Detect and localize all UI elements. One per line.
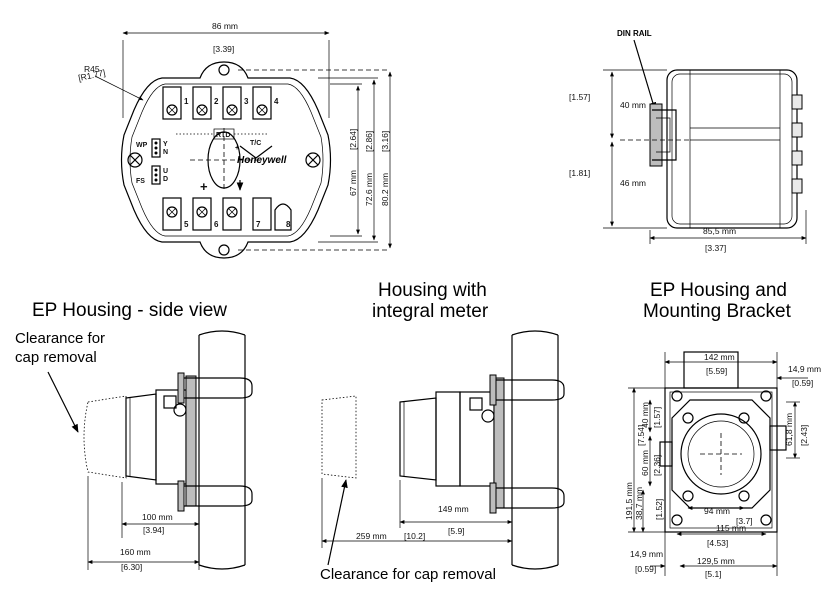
- side-160-in-label: [6.30]: [121, 562, 142, 572]
- bracket-title-line2: Mounting Bracket: [643, 301, 792, 322]
- ep-side-title: EP Housing - side view: [32, 300, 227, 321]
- terminal-6-label: 6: [214, 220, 219, 229]
- meter-title-line2: integral meter: [372, 301, 489, 322]
- height-67-mm-label: 67 mm: [348, 170, 358, 196]
- height-72-in-label: [2.86]: [364, 131, 374, 152]
- terminal-7-label: 7: [256, 220, 261, 229]
- d-label: D: [163, 176, 168, 183]
- bracket-115-in-label: [4.53]: [707, 538, 728, 548]
- bracket-title-line1: EP Housing and: [650, 280, 787, 301]
- bracket-40-in-label: [1.57]: [652, 407, 662, 428]
- bracket-top-plate: [683, 351, 739, 389]
- height-67-in-label: [2.64]: [348, 129, 358, 150]
- din-40-in-label: [1.57]: [569, 92, 590, 102]
- meter-cap-clearance-outline: [321, 395, 357, 479]
- cap-clearance-outline: [83, 395, 127, 479]
- meter-clearance-arrow: [327, 479, 348, 566]
- terminal-1-label: 1: [184, 97, 189, 106]
- bracket-149b-in-label: [0.59]: [635, 564, 656, 574]
- housing-outline: [120, 61, 332, 259]
- bracket-149b-mm-label: 14,9 mm: [630, 549, 663, 559]
- bracket-60-in-label: [2.36]: [652, 455, 662, 476]
- plus-sign: +: [200, 179, 208, 194]
- bracket-front-view: EP Housing and Mounting Bracket 142 mm […: [624, 280, 821, 579]
- meter-259-mm-label: 259 mm: [356, 531, 387, 541]
- bracket-94-mm-label: 94 mm: [704, 506, 730, 516]
- bracket-94-in-label: [3.7]: [736, 516, 753, 526]
- side-100-in-label: [3.94]: [143, 525, 164, 535]
- bracket-387-in-label: [1.52]: [654, 499, 664, 520]
- n-label: N: [163, 149, 168, 156]
- honeywell-logo: Honeywell: [237, 155, 287, 166]
- terminal-4-label: 4: [274, 97, 279, 106]
- top-terminal-block: 1 2 3 4: [162, 86, 279, 120]
- y-label: Y: [163, 141, 168, 148]
- din-rail-label: DIN RAIL: [617, 29, 652, 38]
- bottom-terminal-block: 5 6 7 8: [162, 197, 292, 231]
- width-in-label: [3.39]: [213, 44, 234, 54]
- tc-label: T/C: [250, 140, 261, 147]
- terminal-5-label: 5: [184, 220, 189, 229]
- bracket-618-mm-label: 61,8 mm: [784, 413, 794, 446]
- u-label: U: [163, 168, 168, 175]
- din-46-mm-label: 46 mm: [620, 178, 646, 188]
- terminal-3-label: 3: [244, 97, 249, 106]
- side-160-mm-label: 160 mm: [120, 547, 151, 557]
- fs-label: FS: [136, 178, 145, 185]
- rtd-label: RTD: [216, 132, 230, 139]
- clearance-note-line1: Clearance for: [15, 330, 105, 347]
- bracket-1915-in-label: [7.54]: [636, 425, 646, 446]
- meter-259-in-label: [10.2]: [404, 531, 425, 541]
- meter-clearance-note: Clearance for cap removal: [320, 566, 496, 583]
- bracket-115-mm-label: 115 mm: [716, 523, 746, 533]
- bracket-60-mm-label: 60 mm: [640, 450, 650, 476]
- meter-149-in-label: [5.9]: [448, 526, 465, 536]
- clearance-arrow: [47, 371, 79, 433]
- ep-housing-side-view: EP Housing - side view Clearance for cap…: [15, 300, 253, 572]
- bracket-142-in-label: [5.59]: [706, 366, 727, 376]
- right-screw-icon: [305, 152, 321, 168]
- side-100-mm-label: 100 mm: [142, 512, 173, 522]
- top-view-transmitter: 86 mm [3.39] R45 [R1.77]: [77, 21, 392, 259]
- terminal-2-label: 2: [214, 97, 219, 106]
- bracket-149-in-label: [0.59]: [792, 378, 813, 388]
- din-rail-view: DIN RAIL [1.57] 40 mm [1.81] 46 mm 85,5 …: [569, 29, 807, 253]
- bracket-149-mm-label: 14,9 mm: [788, 364, 821, 374]
- din-46-in-label: [1.81]: [569, 168, 590, 178]
- meter-housing-view: Housing with integral meter 149 mm [5.9]…: [320, 280, 565, 583]
- meter-title-line1: Housing with: [378, 280, 487, 301]
- height-80-in-label: [3.16]: [380, 131, 390, 152]
- wp-label: WP: [136, 142, 148, 149]
- bracket-1915-mm-label: 191,5 mm: [624, 482, 634, 520]
- bracket-1295-in-label: [5.1]: [705, 569, 722, 579]
- bracket-1295-mm-label: 129,5 mm: [697, 556, 735, 566]
- bracket-142-mm-label: 142 mm: [704, 352, 735, 362]
- tc-plus-label: +: [235, 145, 239, 152]
- bracket-618-in-label: [2.43]: [799, 425, 809, 446]
- bracket-387-mm-label: 38,7 mm: [634, 487, 644, 520]
- housing-cap-circle: [680, 413, 762, 495]
- meter-149-mm-label: 149 mm: [438, 504, 469, 514]
- radius-mm-label: R45: [84, 64, 100, 74]
- left-screw-icon: [127, 152, 143, 168]
- clearance-note-line2: cap removal: [15, 349, 97, 366]
- height-72-mm-label: 72.6 mm: [364, 173, 374, 206]
- radius-in-label: [R1.77]: [77, 67, 106, 82]
- terminal-8-label: 8: [286, 220, 291, 229]
- din-40-mm-label: 40 mm: [620, 100, 646, 110]
- din-width-in-label: [3.37]: [705, 243, 726, 253]
- bottom-mounting-hole-icon: [218, 244, 230, 256]
- width-mm-label: 86 mm: [212, 21, 238, 31]
- height-80-mm-label: 80.2 mm: [380, 173, 390, 206]
- bracket-40-mm-label: 40 mm: [640, 402, 650, 428]
- din-width-mm-label: 85,5 mm: [703, 226, 736, 236]
- top-mounting-hole-icon: [218, 64, 230, 76]
